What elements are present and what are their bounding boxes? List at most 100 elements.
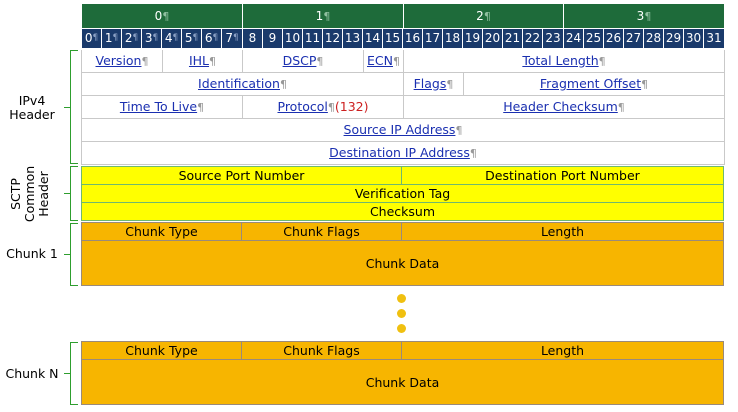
field-identification[interactable]: Identification¶ <box>82 73 404 96</box>
dscp-link[interactable]: DSCP <box>282 53 317 68</box>
bit-header-2: 2¶ <box>122 29 142 48</box>
bit-header-3: 3¶ <box>142 29 162 48</box>
bit-label: 17 <box>424 31 441 45</box>
chunk-type-label: Chunk Type <box>125 224 198 239</box>
pilcrow: ¶ <box>641 78 649 91</box>
sctp-header-label-text: SCTP Common Header <box>8 165 51 223</box>
pilcrow: ¶ <box>446 78 454 91</box>
bit-header-23: 23 <box>543 29 564 48</box>
bit-label: 10 <box>284 31 301 45</box>
bit-label: 11 <box>304 31 321 45</box>
chunk-data-label: Chunk Data <box>365 256 440 271</box>
field-flags[interactable]: Flags¶ <box>404 73 464 96</box>
field-total-length[interactable]: Total Length¶ <box>404 50 725 73</box>
bit-header-11: 11 <box>303 29 323 48</box>
total-length-link[interactable]: Total Length <box>522 53 599 68</box>
chunkN-brace-tick <box>64 373 70 374</box>
pilcrow: ¶ <box>455 124 463 137</box>
sctp-brace-tick <box>64 193 70 194</box>
chunk1-flags: Chunk Flags <box>241 222 402 241</box>
chunk1-label: Chunk 1 <box>6 246 58 261</box>
ecn-link[interactable]: ECN <box>367 53 393 68</box>
pilcrow: ¶ <box>323 10 331 23</box>
source-ip-link[interactable]: Source IP Address <box>343 122 456 137</box>
chunkN-flags: Chunk Flags <box>241 341 402 360</box>
destination-ip-link[interactable]: Destination IP Address <box>329 145 470 160</box>
bit-header-31: 31 <box>704 29 724 48</box>
field-fragment-offset[interactable]: Fragment Offset¶ <box>464 73 725 96</box>
pilcrow: ¶ <box>617 101 625 114</box>
field-header-checksum[interactable]: Header Checksum¶ <box>404 96 725 119</box>
bit-label: 20 <box>484 31 501 45</box>
bit-header-15: 15 <box>383 29 403 48</box>
destination-port-label: Destination Port Number <box>485 168 640 183</box>
bit-label: 13 <box>344 31 361 45</box>
field-version[interactable]: Version¶ <box>82 50 163 73</box>
field-source-ip[interactable]: Source IP Address¶ <box>82 119 725 142</box>
field-protocol[interactable]: Protocol¶(132) <box>243 96 404 119</box>
bit-label: 9 <box>268 31 277 45</box>
bit-header-4: 4¶ <box>162 29 182 48</box>
bit-label: 2 <box>124 31 133 45</box>
bit-label: 3 <box>144 31 153 45</box>
bit-label: 19 <box>464 31 481 45</box>
chunk-type-label: Chunk Type <box>125 343 198 358</box>
flags-link[interactable]: Flags <box>413 76 447 91</box>
bit-label: 28 <box>645 31 662 45</box>
chunk1-brace-tick <box>64 254 70 255</box>
bit-label: 25 <box>585 31 602 45</box>
bit-header-8: 8 <box>243 29 263 48</box>
bit-header-30: 30 <box>684 29 704 48</box>
ttl-link[interactable]: Time To Live <box>119 99 198 114</box>
bit-header-21: 21 <box>503 29 523 48</box>
field-destination-ip[interactable]: Destination IP Address¶ <box>82 142 725 165</box>
ihl-link[interactable]: IHL <box>188 53 210 68</box>
ellipsis-dot-2 <box>397 309 406 318</box>
field-checksum: Checksum <box>81 202 724 221</box>
pilcrow: ¶ <box>172 33 179 43</box>
version-link[interactable]: Version <box>95 53 142 68</box>
bit-header-16: 16 <box>403 29 423 48</box>
byte-label: 2 <box>476 9 484 23</box>
field-ttl[interactable]: Time To Live¶ <box>82 96 243 119</box>
bit-header-12: 12 <box>323 29 343 48</box>
checksum-label: Checksum <box>369 204 436 219</box>
ipv4-brace <box>70 50 78 164</box>
pilcrow: ¶ <box>192 33 199 43</box>
chunkN-data: Chunk Data <box>81 359 724 405</box>
bit-label: 16 <box>404 31 421 45</box>
bit-header-19: 19 <box>463 29 483 48</box>
byte-label: 0 <box>154 9 163 23</box>
chunkN-type: Chunk Type <box>81 341 242 360</box>
bit-header-29: 29 <box>664 29 684 48</box>
fragment-offset-link[interactable]: Fragment Offset <box>539 76 642 91</box>
pilcrow: ¶ <box>279 78 287 91</box>
protocol-link[interactable]: Protocol <box>277 99 328 114</box>
field-ihl[interactable]: IHL¶ <box>163 50 243 73</box>
bit-header-20: 20 <box>483 29 503 48</box>
pilcrow: ¶ <box>469 147 477 160</box>
bit-label: 22 <box>524 31 541 45</box>
bit-label: 18 <box>444 31 461 45</box>
chunk1-brace <box>70 223 78 286</box>
pilcrow: ¶ <box>132 33 139 43</box>
bit-label: 1 <box>104 31 113 45</box>
field-dscp[interactable]: DSCP¶ <box>243 50 364 73</box>
field-ecn[interactable]: ECN¶ <box>364 50 404 73</box>
ellipsis-dot-3 <box>397 324 406 333</box>
field-verification-tag: Verification Tag <box>81 184 724 203</box>
bit-header-27: 27 <box>624 29 644 48</box>
byte-header-3: 3¶ <box>564 4 724 28</box>
ipv4-header-label: IPv4 Header <box>9 93 55 122</box>
bit-header-6: 6¶ <box>202 29 222 48</box>
bit-header-22: 22 <box>523 29 543 48</box>
header-checksum-link[interactable]: Header Checksum <box>503 99 618 114</box>
byte-header-2: 2¶ <box>404 4 564 28</box>
identification-link[interactable]: Identification <box>198 76 280 91</box>
bit-header-13: 13 <box>343 29 363 48</box>
byte-label: 1 <box>315 9 324 23</box>
bit-label: 7 <box>225 31 233 45</box>
bit-label: 12 <box>324 31 341 45</box>
chunk1-length: Length <box>401 222 724 241</box>
